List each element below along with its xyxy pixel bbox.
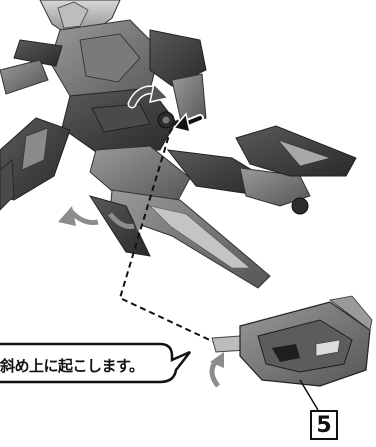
step-leader-line [299, 379, 319, 411]
pointer-arrow-icon [172, 112, 204, 134]
part-5 [211, 295, 373, 387]
step-number-badge: 5 [310, 410, 338, 440]
rotate-arrow-icon [127, 82, 170, 109]
swing-arrow-icon [58, 206, 146, 232]
figure [0, 0, 357, 289]
swing-arrow-icon [209, 352, 224, 388]
callout-bubble [0, 342, 191, 384]
instruction-callout-text: 斜め上に起こします。 [0, 357, 144, 375]
